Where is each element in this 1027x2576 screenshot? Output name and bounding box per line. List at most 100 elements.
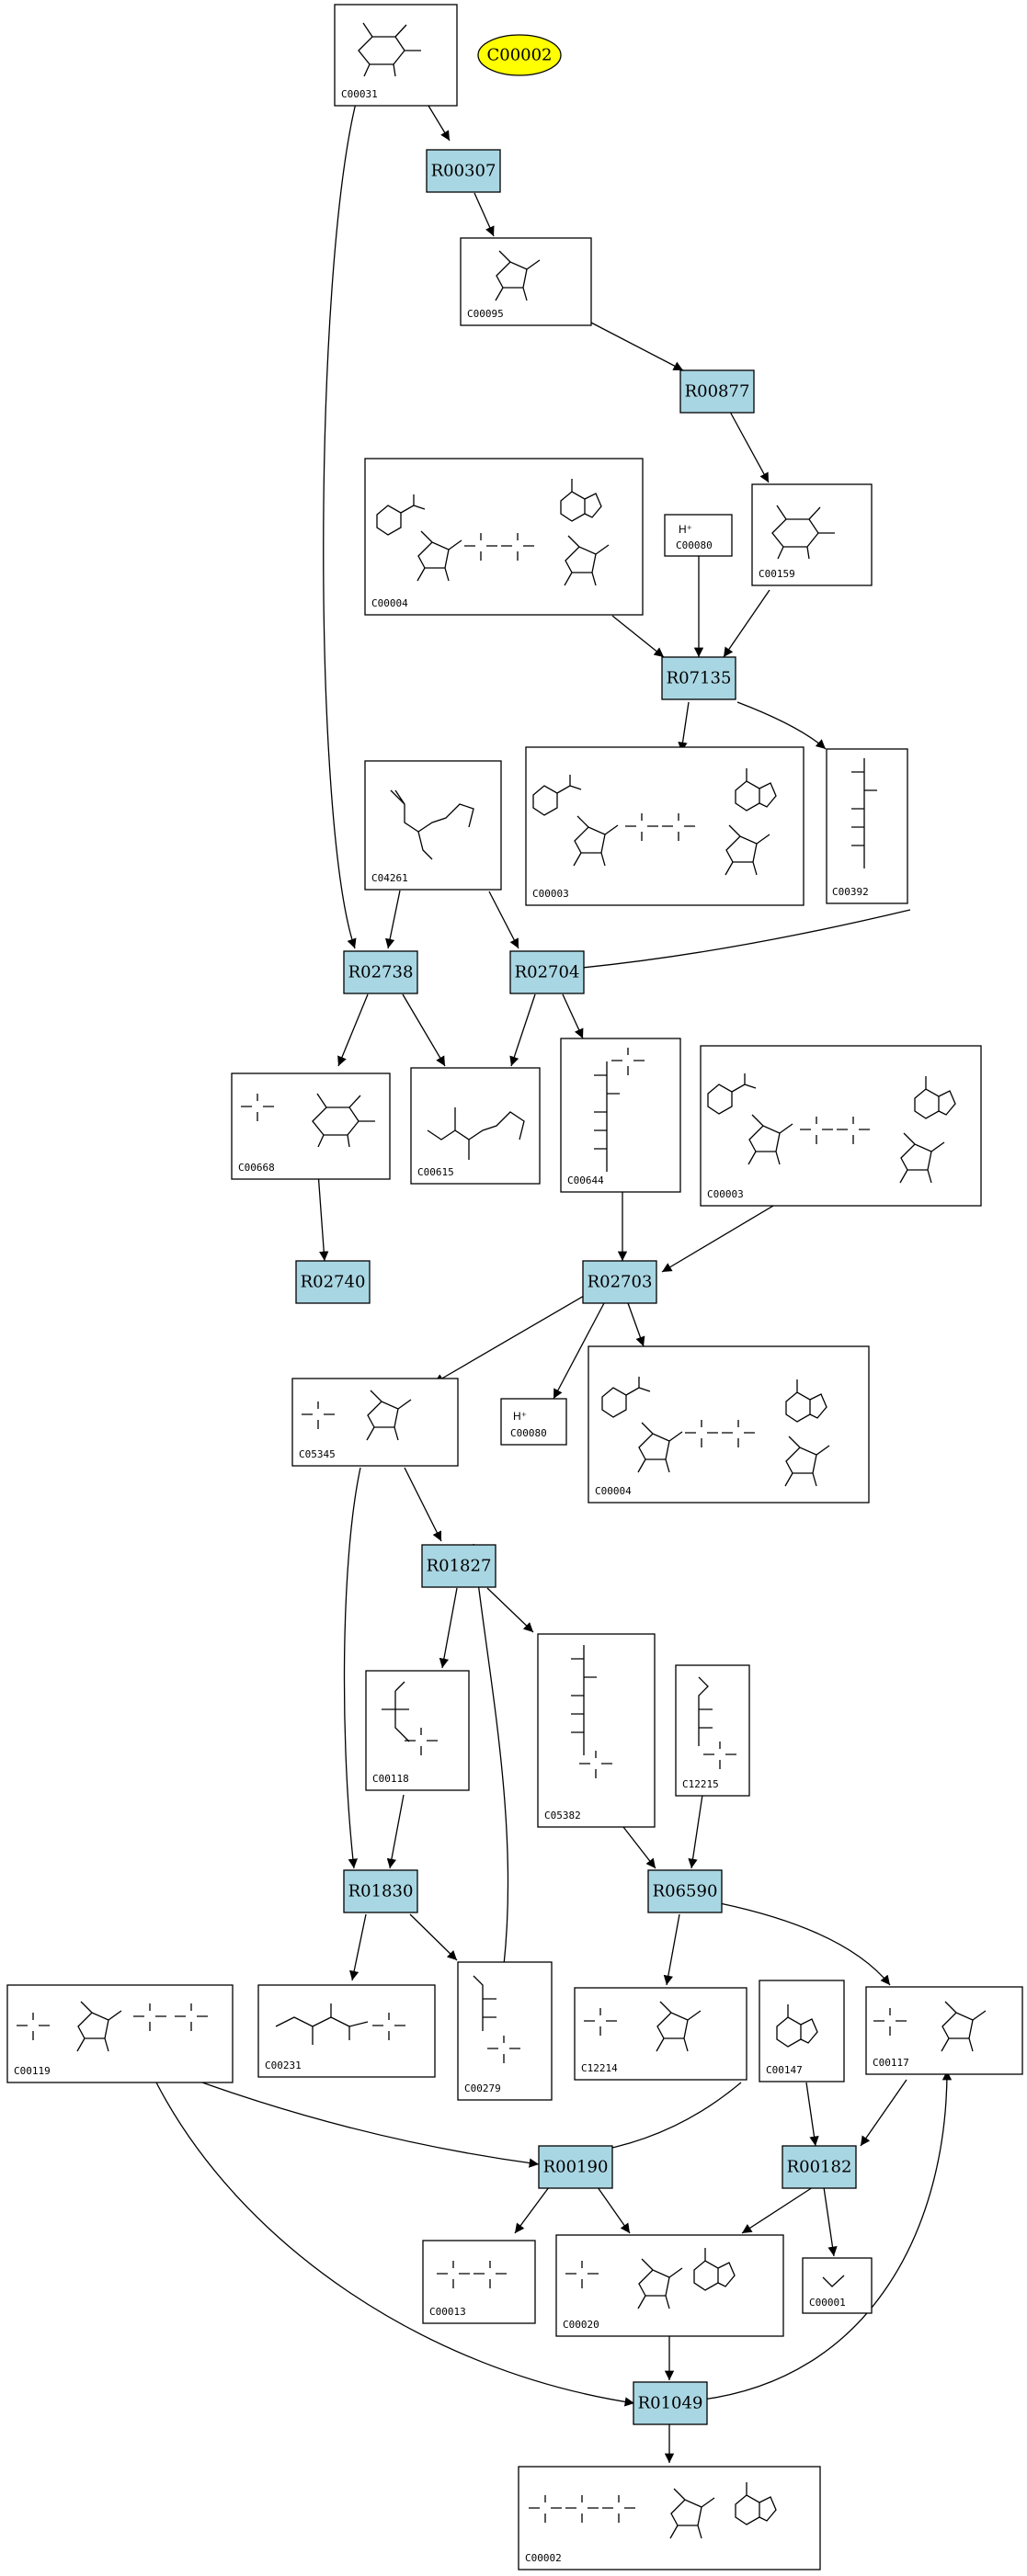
reaction-r01830[interactable]: R01830 <box>343 1869 418 1913</box>
reaction-r06590[interactable]: R06590 <box>647 1869 723 1913</box>
reaction-r01049[interactable]: R01049 <box>633 2381 708 2425</box>
compound-c00615[interactable]: C00615 <box>410 1067 541 1185</box>
compound-c00392[interactable]: C00392 <box>826 748 908 904</box>
compound-c00119[interactable]: C00119 <box>6 1984 234 2083</box>
compound-c00118[interactable]: C00118 <box>365 1670 470 1791</box>
compound-id: C00118 <box>372 1773 409 1785</box>
compound-c00147[interactable]: C00147 <box>759 1980 845 2082</box>
compound-id: C00003 <box>707 1188 744 1200</box>
reaction-r07135[interactable]: R07135 <box>661 656 736 700</box>
structure-drawing <box>275 2003 369 2045</box>
reaction-box <box>782 2145 857 2189</box>
compound-c05382[interactable]: C05382 <box>537 1633 656 1828</box>
reaction-box <box>343 1869 418 1913</box>
compound-box <box>537 1633 656 1828</box>
edge <box>385 890 401 949</box>
compound-box <box>500 1398 567 1446</box>
reaction-r00190[interactable]: R00190 <box>538 2145 613 2189</box>
compound-c00001[interactable]: C00001 <box>802 2257 873 2314</box>
reaction-r00877[interactable]: R00877 <box>679 369 755 414</box>
compound-c00095[interactable]: C00095 <box>460 237 592 326</box>
structure-drawing <box>822 2275 845 2287</box>
edge <box>155 2082 635 2407</box>
edge <box>404 1467 442 1542</box>
compound-box <box>675 1664 750 1797</box>
compound-box <box>6 1984 234 2083</box>
edge <box>860 2079 907 2147</box>
compound-c12215[interactable]: C12215 <box>675 1664 750 1797</box>
reaction-r02703[interactable]: R02703 <box>582 1260 657 1304</box>
compound-c05345[interactable]: C05345 <box>291 1378 459 1467</box>
compound-box <box>291 1378 459 1467</box>
compound-box <box>460 237 592 326</box>
compound-box <box>555 2234 784 2337</box>
compound-id: C00615 <box>417 1166 454 1178</box>
edge <box>488 891 519 949</box>
compound-id: C00013 <box>429 2306 466 2318</box>
edge <box>562 909 911 974</box>
compound-c00080-top[interactable]: H⁺ C00080 <box>664 514 733 557</box>
compound-box <box>364 458 644 616</box>
edge <box>562 993 584 1039</box>
reaction-box <box>426 149 501 193</box>
compound-c00020[interactable]: C00020 <box>555 2234 784 2337</box>
compound-c00279[interactable]: C00279 <box>457 1961 553 2101</box>
compound-c00031[interactable]: C00031 <box>334 4 458 107</box>
compound-id: C00119 <box>14 2065 51 2077</box>
compound-box <box>231 1072 391 1180</box>
compound-box <box>410 1067 541 1185</box>
reaction-box <box>679 369 755 414</box>
compound-box <box>365 1670 470 1791</box>
structure-drawing <box>427 1107 525 1160</box>
reaction-label: R00307 <box>431 162 496 181</box>
reaction-label: R07135 <box>667 669 732 688</box>
compound-id: C00159 <box>759 568 795 580</box>
reaction-label: R02740 <box>301 1273 366 1292</box>
structure-drawing <box>473 1975 496 2031</box>
structure-drawing <box>382 1681 410 1742</box>
compound-c00668[interactable]: C00668 <box>231 1072 391 1180</box>
edge <box>723 589 770 658</box>
reaction-r02738[interactable]: R02738 <box>343 950 418 994</box>
edge <box>597 2186 631 2234</box>
compound-c00231[interactable]: C00231 <box>257 1984 436 2078</box>
edges <box>155 98 953 2463</box>
compound-id: C04261 <box>371 872 408 884</box>
legend-c00002[interactable]: C00002 <box>477 34 562 76</box>
compound-c00117[interactable]: C00117 <box>865 1986 1023 2075</box>
reaction-r00307[interactable]: R00307 <box>426 149 501 193</box>
reaction-box <box>538 2145 613 2189</box>
reaction-r00182[interactable]: R00182 <box>782 2145 857 2189</box>
compound-id: C00392 <box>832 886 869 898</box>
compound-c00013[interactable]: C00013 <box>422 2240 536 2324</box>
edge <box>581 2082 742 2157</box>
edge <box>823 2186 838 2257</box>
edge <box>627 1302 645 1347</box>
edge <box>678 701 690 753</box>
compound-c00003-upper[interactable]: C00003 <box>525 746 804 906</box>
compound-id: C00668 <box>238 1162 275 1174</box>
edge <box>741 2186 814 2234</box>
legend-label: C00002 <box>486 46 552 65</box>
reaction-r02704[interactable]: R02704 <box>509 950 585 994</box>
compound-c12214[interactable]: C12214 <box>574 1987 747 2081</box>
compound-box <box>759 1980 845 2082</box>
compound-c00080-lower[interactable]: H⁺ C00080 <box>500 1398 567 1446</box>
compound-id: C00231 <box>265 2060 302 2071</box>
compound-id: C00031 <box>341 88 378 100</box>
compound-c04261[interactable]: C04261 <box>364 760 502 891</box>
compound-c00004-lower[interactable]: C00004 <box>588 1345 870 1504</box>
reaction-r02740[interactable]: R02740 <box>295 1260 371 1304</box>
compound-box <box>588 1345 870 1504</box>
compound-id: C00095 <box>467 308 504 320</box>
compound-c00002[interactable]: C00002 <box>518 2466 821 2570</box>
compound-c00159[interactable]: C00159 <box>751 483 873 586</box>
reaction-r01827[interactable]: R01827 <box>421 1544 496 1588</box>
reaction-label: R02738 <box>348 963 414 982</box>
compound-c00003-lower[interactable]: C00003 <box>700 1045 982 1207</box>
compound-id: C00002 <box>525 2552 562 2564</box>
edge <box>509 993 536 1067</box>
compound-c00004-top[interactable]: C00004 <box>364 458 644 616</box>
structure-drawing <box>390 789 474 860</box>
compound-c00644[interactable]: C00644 <box>560 1038 681 1193</box>
